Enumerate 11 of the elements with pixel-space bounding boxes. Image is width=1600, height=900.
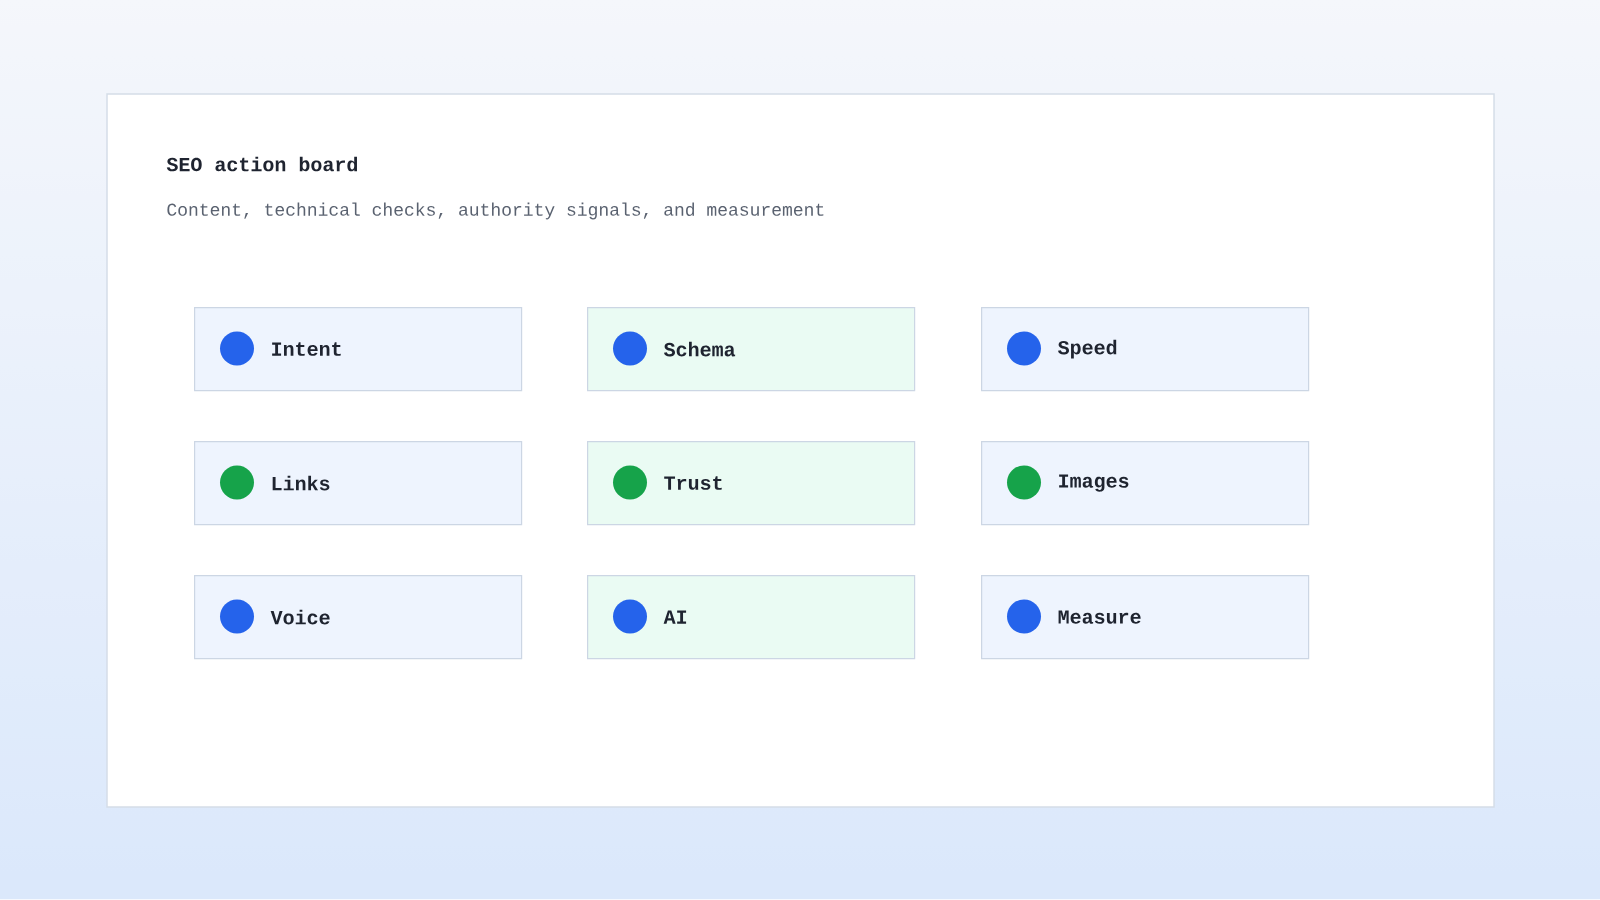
- item-card: Trust: [587, 441, 916, 526]
- subtitle: Content, technical checks, authority signals, and measurement: [167, 202, 824, 220]
- item-card: Intent: [194, 307, 523, 392]
- item-card: Links: [194, 441, 523, 526]
- title: SEO action board: [166, 156, 358, 172]
- item-card: Voice: [194, 575, 523, 660]
- item-card: Schema: [587, 307, 916, 392]
- item-card: Speed: [981, 307, 1310, 392]
- item-card: Images: [981, 441, 1310, 526]
- item-card: Measure: [981, 575, 1310, 660]
- item-card: AI: [587, 575, 916, 660]
